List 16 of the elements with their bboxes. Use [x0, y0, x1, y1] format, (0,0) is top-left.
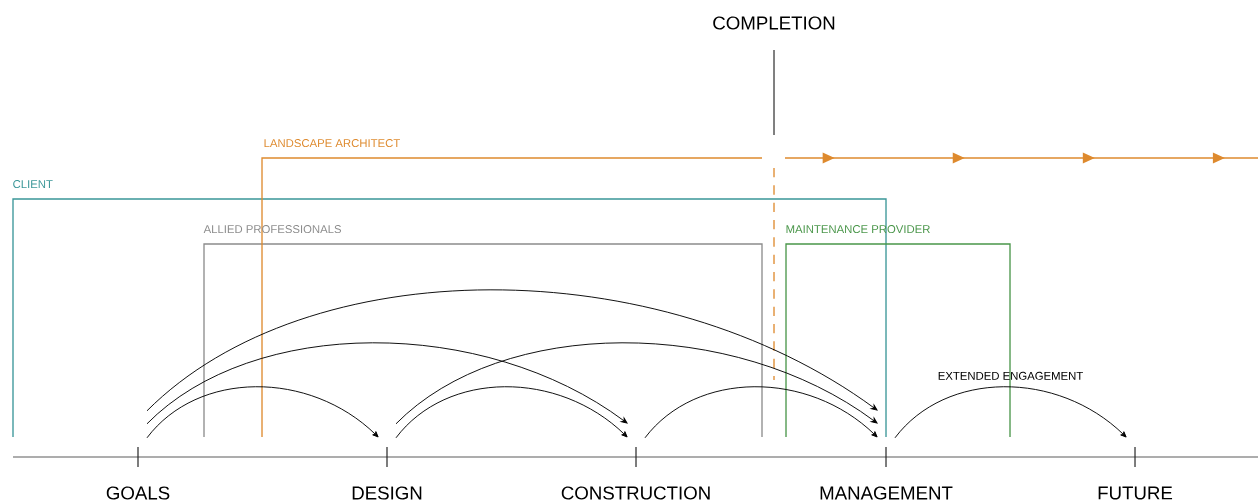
arc-arrow	[146, 342, 628, 425]
arc-arrow	[894, 386, 1127, 439]
arc-arrow	[644, 386, 878, 439]
arc-arrow	[395, 342, 878, 425]
arc-arrow	[395, 386, 628, 439]
arc-arrow	[146, 289, 878, 412]
edge-label: EXTENDED ENGAGEMENT	[938, 371, 1083, 380]
stage-label: MANAGEMENT	[820, 486, 953, 500]
arc-arrow	[146, 386, 379, 439]
stage-label: GOALS	[106, 486, 170, 500]
stage-label: CONSTRUCTION	[561, 486, 710, 500]
timeline-title: COMPLETION	[713, 16, 835, 30]
role-label: CLIENT	[13, 180, 53, 189]
role-label: LANDSCAPE ARCHITECT	[264, 139, 400, 148]
stage-label: DESIGN	[352, 486, 422, 500]
stage-label: FUTURE	[1098, 486, 1173, 500]
